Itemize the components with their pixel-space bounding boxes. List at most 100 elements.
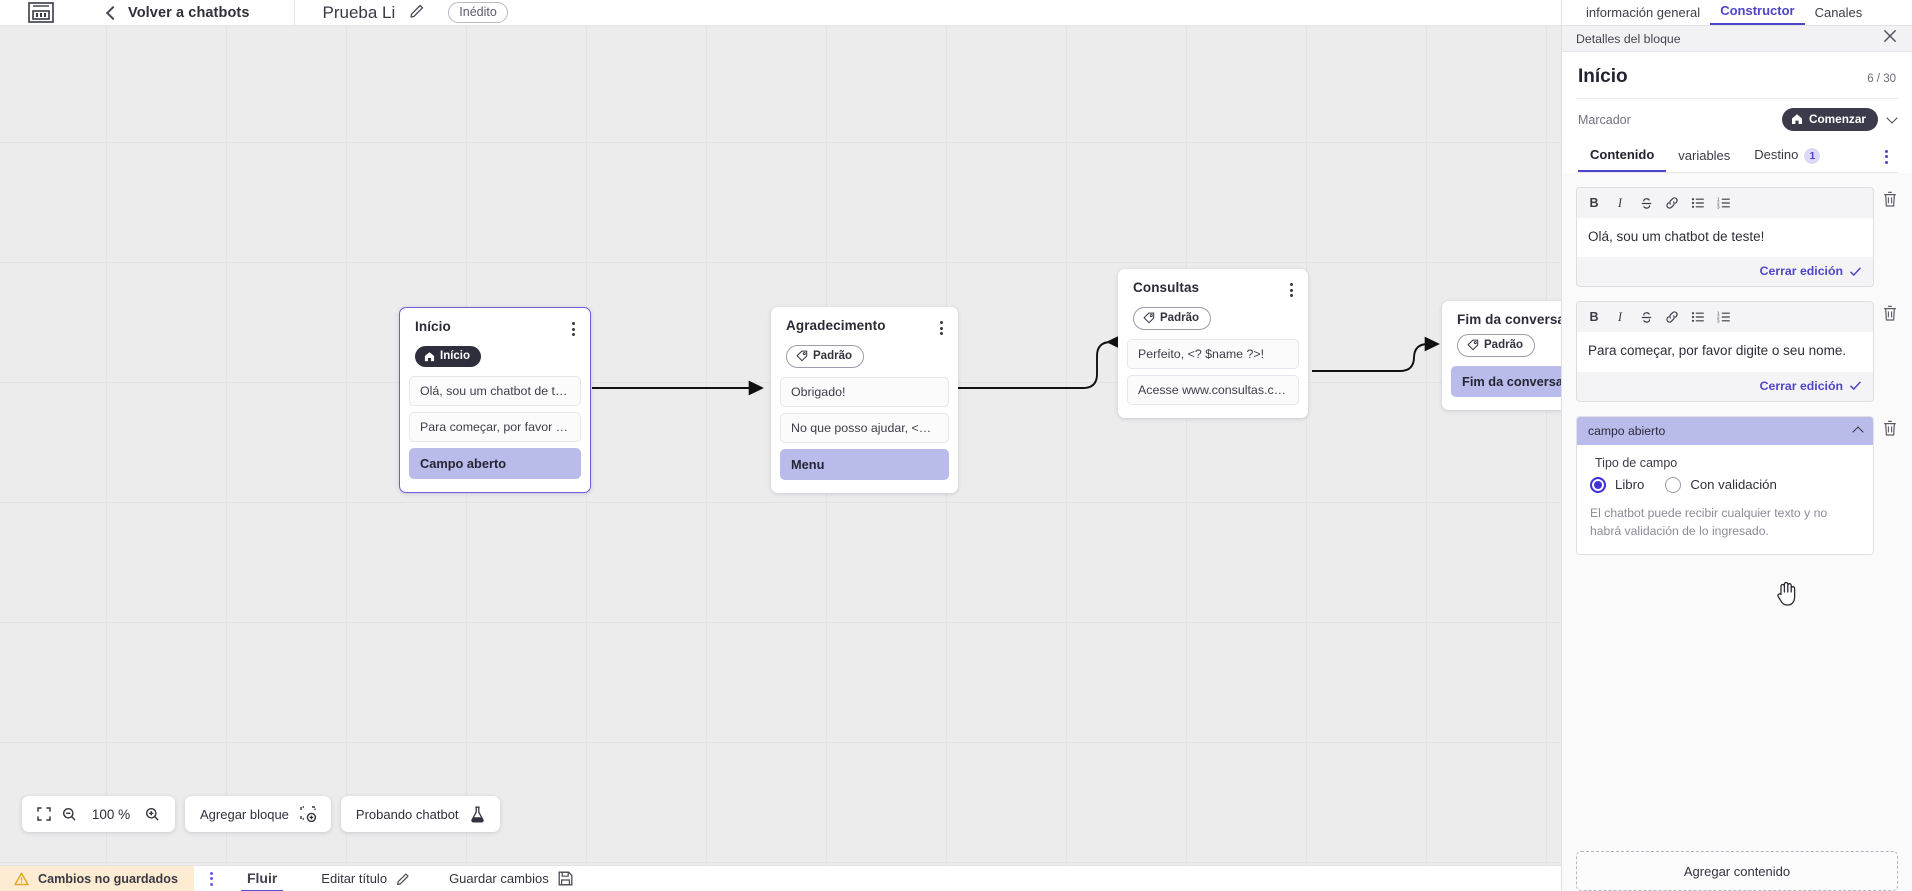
divider: [293, 0, 295, 26]
bullet-list-icon[interactable]: [1685, 306, 1711, 328]
add-block-label: Agregar bloque: [200, 806, 289, 822]
trash-icon[interactable]: [1882, 301, 1898, 327]
bot-title: Prueba Li: [322, 2, 396, 22]
radio-libro[interactable]: [1590, 476, 1606, 493]
link-icon[interactable]: [1659, 306, 1685, 328]
status-badge: Inédito: [448, 2, 508, 23]
bullet-list-icon[interactable]: [1685, 192, 1711, 214]
back-to-chatbots-label: Volver a chatbots: [128, 4, 250, 21]
flow-node-agradecimento[interactable]: Agradecimento Padrão Obrigado! No que po…: [771, 307, 958, 493]
home-icon: [424, 351, 435, 361]
node-action-row[interactable]: Fim da conversa: [1451, 366, 1561, 397]
save-changes-label: Guardar cambios: [449, 871, 549, 886]
node-tag-row: Padrão: [1442, 327, 1561, 366]
svg-text:3: 3: [1717, 205, 1720, 210]
flow-node-consultas[interactable]: Consultas Padrão Perfeito, <? $name ?>! …: [1118, 269, 1308, 418]
back-to-chatbots-link[interactable]: Volver a chatbots: [105, 4, 250, 21]
node-message-row[interactable]: Acesse www.consultas.com par...: [1127, 375, 1299, 405]
close-icon[interactable]: [1882, 28, 1898, 49]
strikethrough-icon[interactable]: [1633, 306, 1659, 328]
pencil-icon[interactable]: [409, 2, 426, 24]
fit-screen-icon[interactable]: [37, 807, 51, 821]
tab-fluir[interactable]: Fluir: [240, 866, 284, 891]
flask-icon: [470, 806, 485, 823]
editor-text[interactable]: Para começar, por favor digite o seu nom…: [1577, 332, 1873, 372]
editor-text[interactable]: Olá, sou um chatbot de teste!: [1577, 218, 1873, 258]
field-type-hint: El chatbot puede recibir cualquier texto…: [1590, 505, 1828, 538]
tab-variables[interactable]: variables: [1666, 142, 1742, 171]
node-action-row[interactable]: Campo aberto: [409, 448, 581, 479]
trash-icon[interactable]: [1882, 187, 1898, 213]
node-header: Agradecimento: [771, 307, 958, 338]
mouse-cursor: [1775, 580, 1797, 611]
save-changes-button[interactable]: Guardar cambios: [449, 871, 573, 886]
content-block-campo-abierto: campo abierto Tipo de campo Libro Con va…: [1576, 415, 1898, 556]
tab-constructor[interactable]: Constructor: [1710, 3, 1805, 25]
edit-title-button[interactable]: Editar título: [321, 871, 411, 886]
node-menu-icon[interactable]: [1288, 280, 1295, 300]
save-icon: [558, 871, 573, 886]
tab-informacion-general[interactable]: información general: [1586, 5, 1701, 20]
node-menu-icon[interactable]: [938, 318, 945, 338]
block-title: Início: [1578, 66, 1628, 87]
panel-more-options-icon[interactable]: [1877, 146, 1896, 168]
radio-con-validacion-label[interactable]: Con validación: [1690, 477, 1777, 492]
pencil-icon: [396, 871, 411, 886]
radio-con-validacion[interactable]: [1665, 476, 1682, 493]
node-message-row[interactable]: No que posso ajudar, <? $name ...: [780, 413, 949, 443]
top-bar: Volver a chatbots Prueba Li Inédito: [0, 0, 1561, 26]
flow-canvas[interactable]: Início Início Olá, sou um chatbot de tes…: [0, 26, 1561, 865]
node-tag-default: Padrão: [1133, 307, 1211, 330]
trash-icon[interactable]: [1882, 416, 1898, 442]
zoom-in-icon[interactable]: [145, 807, 160, 822]
add-block-icon: [300, 806, 316, 822]
block-title-row: Início 6 / 30: [1576, 52, 1898, 99]
status-more-options-icon[interactable]: [209, 871, 213, 886]
field-type-label: Tipo de campo: [1595, 455, 1678, 470]
add-content-button[interactable]: Agregar contenido: [1576, 851, 1898, 891]
svg-text:1: 1: [1717, 197, 1720, 202]
italic-icon[interactable]: I: [1617, 309, 1623, 324]
zoom-out-icon[interactable]: [62, 807, 77, 822]
marker-pill-comenzar[interactable]: Comenzar: [1781, 108, 1878, 131]
svg-text:3: 3: [1717, 319, 1720, 324]
link-icon[interactable]: [1659, 192, 1685, 214]
chevron-down-icon[interactable]: [1886, 112, 1898, 124]
close-edit-button[interactable]: Cerrar edición: [1760, 379, 1862, 393]
bold-icon[interactable]: B: [1589, 196, 1599, 210]
bold-icon[interactable]: B: [1589, 310, 1599, 325]
node-tag-label: Padrão: [1484, 339, 1523, 351]
radio-libro-label[interactable]: Libro: [1615, 477, 1645, 492]
campo-abierto-header[interactable]: campo abierto: [1577, 416, 1873, 445]
node-message-row[interactable]: Obrigado!: [780, 377, 949, 407]
test-chatbot-button[interactable]: Probando chatbot: [340, 796, 500, 832]
add-block-button[interactable]: Agregar bloque: [185, 796, 331, 832]
node-message-row[interactable]: Para começar, por favor digite o ...: [409, 412, 581, 442]
chevron-left-icon: [105, 5, 121, 20]
node-action-row[interactable]: Menu: [780, 449, 949, 480]
chevron-up-icon[interactable]: [1852, 426, 1864, 438]
app-logo[interactable]: [26, 1, 56, 25]
node-menu-icon[interactable]: [570, 319, 577, 339]
flow-node-fim-da-conversa[interactable]: Fim da conversa Padrão Fim da conversa: [1442, 301, 1561, 410]
node-message-row[interactable]: Perfeito, <? $name ?>!: [1127, 339, 1299, 369]
tab-destino-count: 1: [1804, 147, 1821, 164]
tab-contenido[interactable]: Contenido: [1578, 141, 1667, 172]
node-tag-start: Início: [415, 346, 482, 367]
flow-node-inicio[interactable]: Início Início Olá, sou um chatbot de tes…: [399, 307, 591, 493]
panel-header-body: Início 6 / 30 Marcador Comenzar Contenid…: [1562, 52, 1912, 173]
test-chatbot-label: Probando chatbot: [355, 806, 459, 822]
tab-canales[interactable]: Canales: [1814, 5, 1863, 20]
close-edit-button[interactable]: Cerrar edición: [1760, 264, 1862, 278]
italic-icon[interactable]: I: [1617, 195, 1623, 210]
strikethrough-icon[interactable]: [1633, 192, 1659, 214]
node-message-row[interactable]: Olá, sou um chatbot de teste!: [409, 376, 581, 406]
